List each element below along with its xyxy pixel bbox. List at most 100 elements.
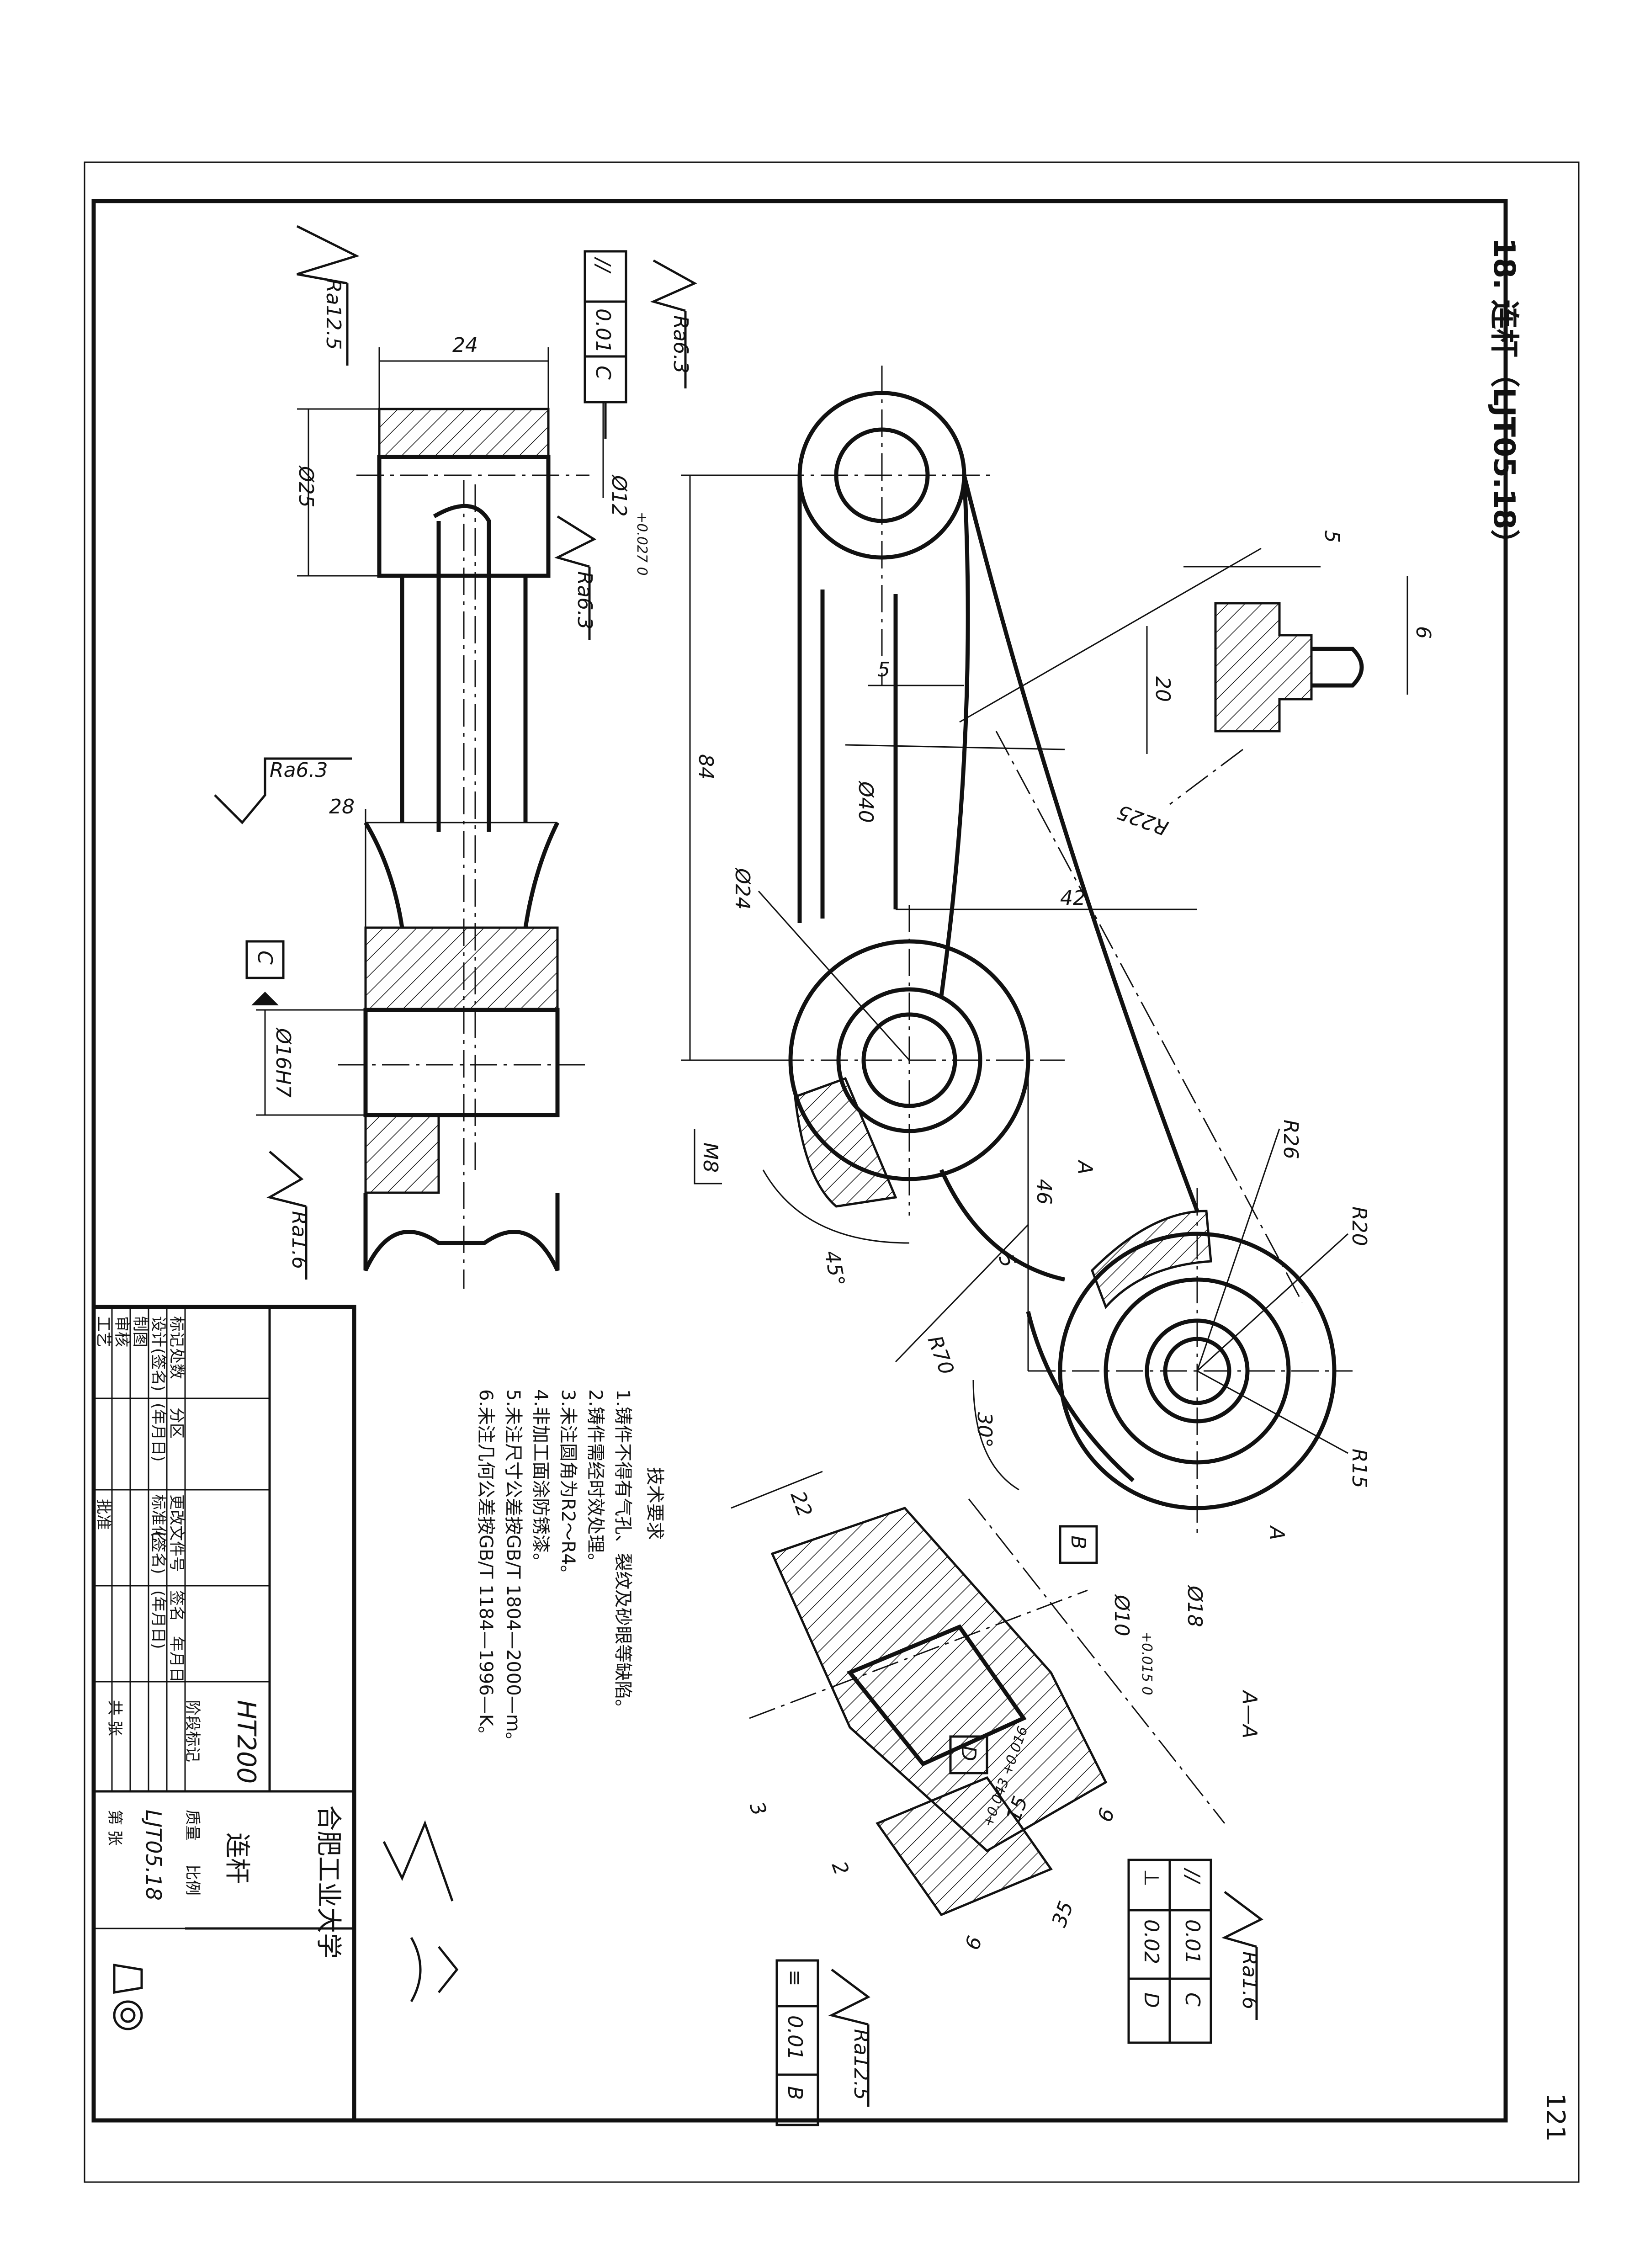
perp-datum: D xyxy=(1140,1992,1163,2008)
tb-shenhe: 审核 xyxy=(112,1316,131,1347)
dim-35: 35 xyxy=(1047,1898,1078,1930)
dim-30deg: 30° xyxy=(973,1412,996,1448)
req-3: 3.未注圆角为R2～R4。 xyxy=(557,1389,578,1583)
dim-d10: Ø10 xyxy=(1110,1594,1133,1636)
dim-5c: 5 xyxy=(994,1250,1020,1270)
dim-3: 3 xyxy=(745,1799,771,1819)
req-6: 6.未注几何公差按GB/T 1184—1996—K。 xyxy=(475,1389,496,1744)
datum-c-box xyxy=(245,940,285,979)
tol-right-symbol: // xyxy=(1181,1867,1204,1885)
tb-pizhun: 批准 xyxy=(94,1499,112,1530)
threaded-hole-section xyxy=(794,1077,897,1208)
section-aa: A—A 22 B Ø18 Ø10 +0.015 0 D 15 +0.043 +0… xyxy=(731,1471,1263,2126)
tb-date-b: (年月日) xyxy=(149,1590,167,1649)
tol-top-symbol: // xyxy=(591,256,615,274)
middle-boss-section xyxy=(364,926,559,1011)
tb-std: 标准化 xyxy=(149,1494,167,1541)
tb-biaoji: 标记 xyxy=(167,1316,186,1347)
rib-section xyxy=(1214,602,1313,733)
dim-r225: R225 xyxy=(1114,800,1172,839)
other-roughness-symbol xyxy=(410,1937,459,2002)
side-view-roughness: Ra12.5 Ra6.3 Ra6.3 Ra6.3 Ra1.6 // 0.01 C xyxy=(214,225,697,1280)
inner-frame xyxy=(91,199,1508,2123)
dim-84: 84 xyxy=(694,754,717,780)
dim-24: 24 xyxy=(452,334,478,357)
dim-2: 2 xyxy=(827,1858,854,1878)
tb-mass: 质量 xyxy=(183,1810,202,1841)
perp-symbol: ⊥ xyxy=(1140,1869,1163,1886)
projection-symbol-icon xyxy=(113,1964,143,2030)
dim-d10-tol: +0.015 0 xyxy=(1139,1631,1155,1695)
req-2: 2.铸件需经时效处理。 xyxy=(585,1389,606,1571)
tb-change: 更改文件号 xyxy=(167,1494,186,1572)
tb-drawing-no: LJT05.18 xyxy=(141,1810,166,1901)
dim-28: 28 xyxy=(329,795,355,818)
outer-border xyxy=(84,161,1580,2183)
tb-sign-b: (签名) xyxy=(149,1531,167,1574)
roughness-ra12-5-top: Ra12.5 xyxy=(322,279,345,350)
sym-value: 0.01 xyxy=(783,2015,807,2060)
bottom-boss-section xyxy=(1091,1210,1212,1309)
dim-r15: R15 xyxy=(1348,1449,1371,1488)
tb-chushu: 处数 xyxy=(167,1348,186,1379)
dim-6: 6 xyxy=(1412,626,1435,639)
tb-scale: 比例 xyxy=(183,1864,202,1896)
dim-42: 42 xyxy=(1060,887,1086,910)
tb-part-name: 连杆 xyxy=(222,1832,252,1884)
roughness-ra6-3-c: Ra6.3 xyxy=(270,759,328,782)
sym-symbol: ≡ xyxy=(783,1970,807,1986)
tb-sheet: 第 张 xyxy=(106,1810,124,1846)
section-aa-body xyxy=(770,1507,1108,1853)
datum-c: C xyxy=(253,951,276,965)
section-label: A—A xyxy=(1238,1689,1261,1738)
general-roughness-symbol xyxy=(382,1820,454,1902)
datum-b-box xyxy=(1059,1525,1098,1564)
dim-6c: 6 xyxy=(960,1933,987,1953)
roughness-ra1-6-b: Ra1.6 xyxy=(1238,1951,1261,2010)
dim-20: 20 xyxy=(1151,676,1174,702)
datum-d: D xyxy=(957,1746,980,1761)
tb-date-a: (年月日) xyxy=(149,1403,167,1462)
dim-r20: R20 xyxy=(1348,1206,1371,1246)
tb-material: HT200 xyxy=(231,1700,261,1784)
dim-45deg: 45° xyxy=(820,1249,849,1288)
section-arrow-a1: A xyxy=(1073,1159,1097,1174)
dim-d18: Ø18 xyxy=(1183,1585,1206,1627)
side-view xyxy=(338,408,589,1289)
roughness-ra6-3-b: Ra6.3 xyxy=(573,571,596,630)
tb-date-head: 年月日 xyxy=(167,1636,186,1683)
dim-d12: Ø12 xyxy=(607,474,631,517)
roughness-ra6-3-a: Ra6.3 xyxy=(669,315,692,374)
rib-section-detail: 20 5 6 xyxy=(1146,530,1435,805)
datum-d-box xyxy=(949,1735,988,1774)
tb-sign-head: 签名 xyxy=(167,1590,186,1621)
dim-m8: M8 xyxy=(699,1142,722,1173)
page-number: 121 xyxy=(1540,2093,1570,2142)
tb-total: 共 张 xyxy=(106,1700,124,1736)
lower-boss-section xyxy=(364,1114,440,1194)
tol-right-value: 0.01 xyxy=(1181,1919,1204,1964)
req-4: 4.非加工面涂防锈漆。 xyxy=(530,1389,551,1571)
side-view-dimensions: 24 Ø25 Ø12 +0.027 0 28 Ø16H7 C xyxy=(245,334,650,1116)
section-arrow-a2: A xyxy=(1265,1525,1289,1540)
tb-stage-mark: 阶段标记 xyxy=(183,1700,202,1762)
tb-zhitu: 制图 xyxy=(131,1316,149,1347)
tolerance-frame-sym xyxy=(775,1959,819,2126)
dim-22: 22 xyxy=(786,1488,817,1520)
tol-top-datum: C xyxy=(591,366,615,380)
top-boss-section xyxy=(378,408,550,458)
dim-d40: Ø40 xyxy=(854,781,877,823)
front-view-dimensions: 84 5 Ø40 Ø24 42 R225 M8 45° 46 5 R70 R26… xyxy=(681,474,1371,1540)
tol-right-datum: C xyxy=(1181,1992,1204,2007)
datum-b: B xyxy=(1067,1535,1090,1549)
dim-d16h7: Ø16H7 xyxy=(271,1027,295,1098)
technical-requirements: 技术要求 1.铸件不得有气孔、裂纹及砂眼等缺陷。 2.铸件需经时效处理。 3.未… xyxy=(382,1389,665,2002)
tb-fenqu: 分区 xyxy=(167,1408,186,1439)
sym-datum: B xyxy=(783,2086,807,2100)
requirements-heading: 技术要求 xyxy=(644,1467,665,1540)
dim-d25: Ø25 xyxy=(294,465,318,508)
tol-top-value: 0.01 xyxy=(591,308,615,353)
req-1: 1.铸件不得有气孔、裂纹及砂眼等缺陷。 xyxy=(612,1389,633,1717)
